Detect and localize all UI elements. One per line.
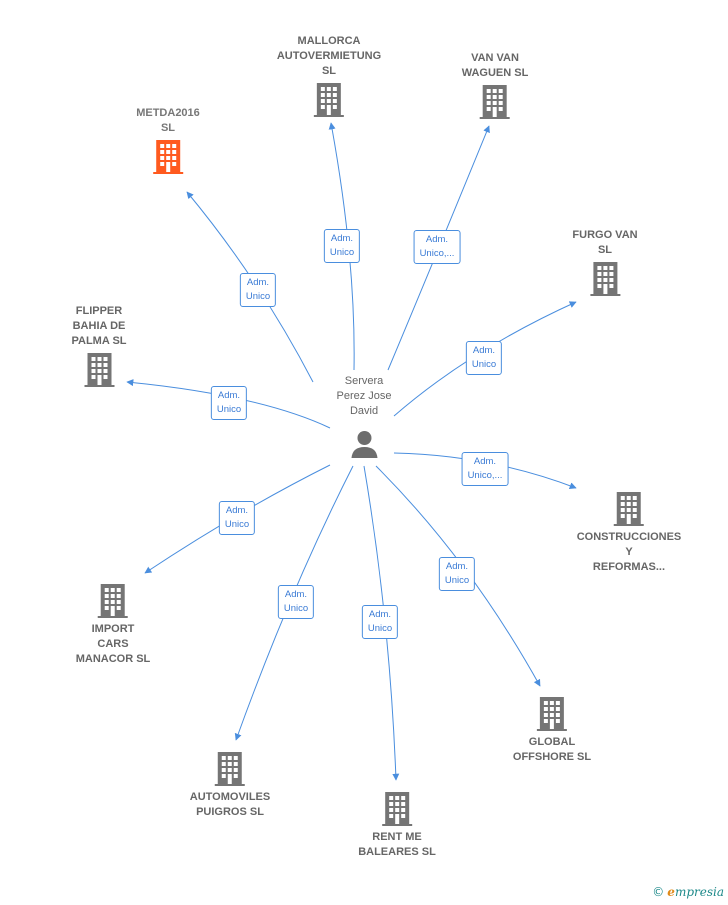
role-label-furgo-van[interactable]: Adm. Unico: [465, 341, 503, 375]
building-icon: [314, 83, 344, 117]
role-label-van-van-waguen[interactable]: Adm. Unico,...: [413, 230, 461, 264]
company-node-import-cars[interactable]: IMPORT CARS MANACOR SL: [75, 580, 151, 667]
company-node-construcciones[interactable]: CONSTRUCCIONES Y REFORMAS...: [576, 488, 682, 575]
company-node-van-van-waguen[interactable]: VAN VAN WAGUEN SL: [461, 51, 529, 123]
company-node-furgo-van[interactable]: FURGO VAN SL: [572, 228, 638, 300]
role-label-import-cars[interactable]: Adm. Unico: [218, 501, 256, 535]
company-name: RENT ME BALEARES SL: [358, 831, 436, 858]
company-node-automoviles-puigros[interactable]: AUTOMOVILES PUIGROS SL: [190, 748, 270, 820]
company-name: VAN VAN WAGUEN SL: [461, 52, 529, 79]
company-node-global-offshore[interactable]: GLOBAL OFFSHORE SL: [513, 693, 591, 765]
building-icon: [98, 584, 128, 618]
company-name: FLIPPER BAHIA DE PALMA SL: [71, 305, 127, 347]
company-node-metda2016[interactable]: METDA2016 SL: [136, 106, 200, 178]
brand-initial: e: [667, 885, 675, 899]
company-name: AUTOMOVILES PUIGROS SL: [189, 791, 271, 818]
brand-name: mpresia: [674, 885, 724, 899]
company-node-mallorca-autovermietung[interactable]: MALLORCA AUTOVERMIETUNG SL: [277, 34, 381, 121]
building-icon: [536, 697, 567, 731]
role-label-metda2016[interactable]: Adm. Unico: [239, 273, 277, 307]
company-name: CONSTRUCCIONES Y REFORMAS...: [576, 531, 682, 573]
building-icon: [152, 140, 183, 174]
company-name: MALLORCA AUTOVERMIETUNG SL: [276, 35, 382, 77]
role-label-construcciones[interactable]: Adm. Unico,...: [461, 452, 509, 486]
company-name: FURGO VAN SL: [572, 229, 638, 256]
building-icon: [613, 492, 644, 526]
person-name: Servera Perez Jose David: [336, 374, 392, 419]
role-label-global-offshore[interactable]: Adm. Unico: [438, 557, 476, 591]
empresia-logo: ©empresia: [652, 885, 724, 899]
person-node[interactable]: Servera Perez Jose David: [336, 374, 392, 459]
company-name: IMPORT CARS MANACOR SL: [75, 623, 151, 665]
building-icon: [84, 353, 114, 387]
company-name: GLOBAL OFFSHORE SL: [512, 736, 592, 763]
role-label-flipper-bahia[interactable]: Adm. Unico: [210, 386, 248, 420]
building-icon: [214, 752, 245, 786]
copyright-symbol: ©: [652, 885, 665, 899]
role-label-mallorca-autovermietung[interactable]: Adm. Unico: [323, 229, 361, 263]
role-label-automoviles-puigros[interactable]: Adm. Unico: [277, 585, 315, 619]
company-name: METDA2016 SL: [136, 107, 200, 134]
building-icon: [590, 262, 620, 296]
company-node-flipper-bahia[interactable]: FLIPPER BAHIA DE PALMA SL: [72, 304, 127, 391]
person-icon: [351, 431, 377, 458]
company-node-rent-me[interactable]: RENT ME BALEARES SL: [358, 788, 436, 860]
building-icon: [480, 85, 510, 119]
building-icon: [382, 792, 412, 826]
role-label-rent-me[interactable]: Adm. Unico: [361, 605, 399, 639]
